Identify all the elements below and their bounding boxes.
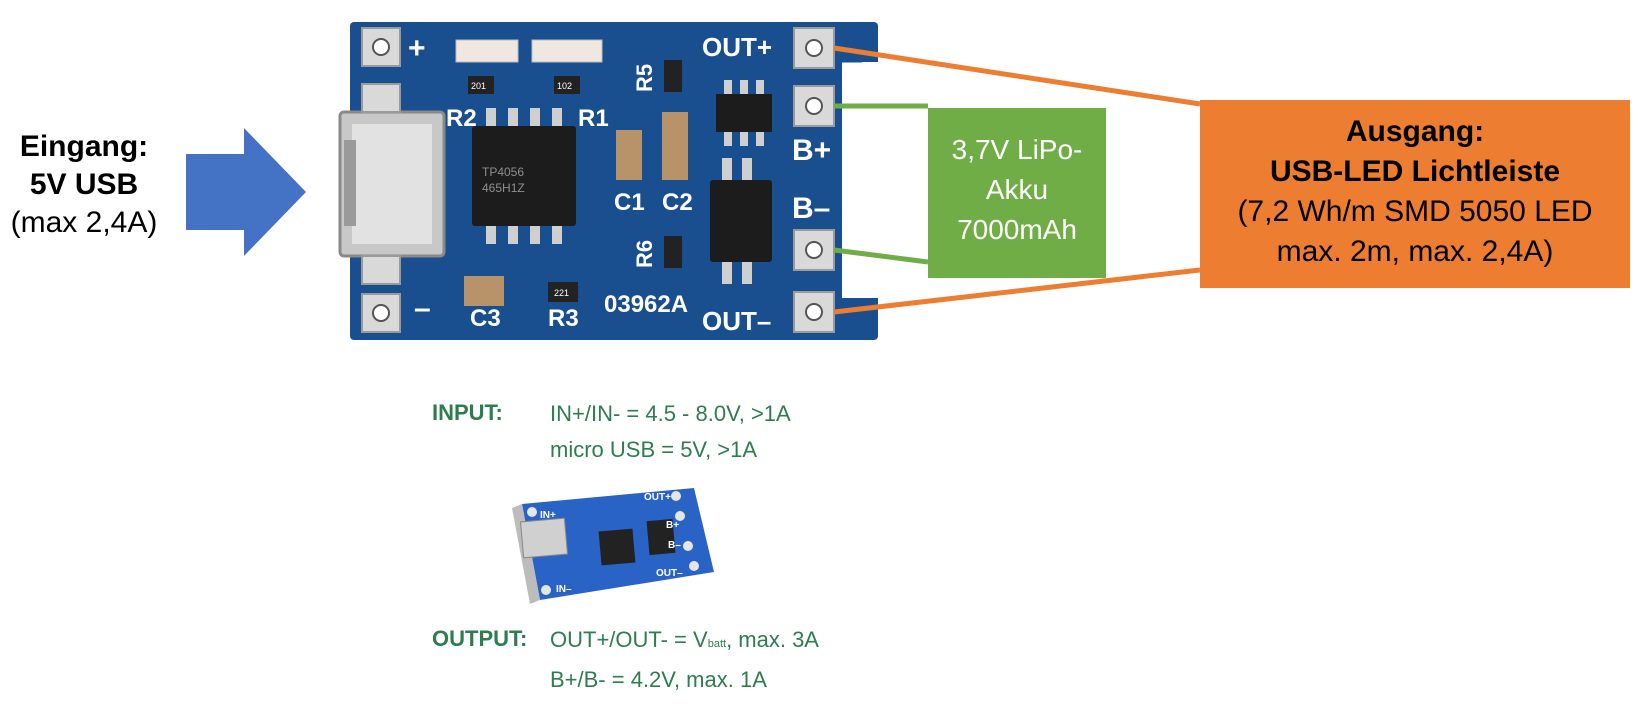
output-spec-line-2: B+/B- = 4.2V, max. 1A (550, 667, 767, 692)
input-spec-line-2: micro USB = 5V, >1A (550, 437, 758, 462)
output-spec-line-1-a: OUT+/OUT- = V (550, 627, 708, 652)
mosfet-chip (710, 158, 772, 284)
pad-plus-label: + (408, 32, 426, 65)
input-voltage: 5V USB (29, 168, 139, 201)
chip-label: TP4056 (482, 165, 524, 179)
input-spec-label: INPUT: (432, 400, 503, 425)
out-plus-line (833, 45, 1201, 107)
output-spec-lines: OUT+/OUT- = Vbatt, max. 3A B+/B- = 4.2V,… (550, 622, 819, 698)
chip-sublabel: 465H1Z (482, 181, 525, 195)
small-b-minus-label: B– (668, 540, 681, 551)
output-title: Ausgang: (1345, 115, 1485, 148)
r6-label: R6 (632, 240, 657, 268)
smd-code-2: 102 (557, 81, 572, 91)
battery-line-2: Akku (985, 174, 1049, 205)
board-notch (842, 62, 882, 298)
battery-line-1: 3,7V LiPo- (951, 134, 1083, 165)
input-label: Eingang: 5V USB (max 2,4A) (0, 128, 168, 242)
input-spec-lines: IN+/IN- = 4.5 - 8.0V, >1A micro USB = 5V… (550, 396, 791, 468)
input-spec-line-1: IN+/IN- = 4.5 - 8.0V, >1A (550, 401, 791, 426)
small-out-minus-label: OUT– (656, 568, 683, 579)
protection-chip (716, 80, 772, 146)
input-current-note: (max 2,4A) (10, 206, 158, 239)
small-charger-board: IN+ IN– OUT+ B+ B– OUT– (512, 488, 714, 604)
small-out-plus-label: OUT+ (644, 492, 671, 503)
charger-board: + – OUT+ OUT– B+ B– R2 R1 R3 C1 C2 C3 03… (338, 22, 882, 340)
r2-label: R2 (446, 105, 477, 132)
out-minus-label: OUT– (702, 306, 771, 336)
small-b-plus-label: B+ (666, 520, 679, 531)
pad-minus-label: – (414, 292, 431, 325)
input-title: Eingang: (19, 130, 149, 163)
b-minus-line (833, 247, 929, 265)
c3-label: C3 (470, 305, 501, 332)
output-spec-line-1-b: , max. 3A (726, 627, 819, 652)
output-device-name: USB-LED Lichtleiste (1269, 155, 1561, 188)
board-code-label: 03962A (604, 291, 688, 318)
input-arrow-icon (186, 128, 306, 256)
b-minus-label: B– (792, 192, 830, 225)
out-minus-line (833, 267, 1201, 315)
battery-line-3: 7000mAh (957, 214, 1077, 245)
smd-code-1: 201 (471, 81, 486, 91)
output-spec-line-1-sub: batt (707, 638, 727, 650)
small-in-minus-label: IN– (556, 584, 572, 595)
c1-label: C1 (614, 189, 645, 216)
r1-label: R1 (578, 105, 609, 132)
output-spec-line-1: OUT+/OUT- = Vbatt, max. 3A (550, 622, 819, 662)
output-box: Ausgang: USB-LED Lichtleiste (7,2 Wh/m S… (1200, 100, 1630, 288)
output-spec-label: OUTPUT: (432, 626, 528, 651)
battery-box: 3,7V LiPo- Akku 7000mAh (928, 108, 1106, 278)
out-plus-label: OUT+ (702, 32, 772, 62)
b-plus-label: B+ (792, 134, 831, 167)
tp4056-chip (472, 108, 576, 244)
small-in-plus-label: IN+ (540, 510, 556, 521)
output-spec-1: (7,2 Wh/m SMD 5050 LED (1237, 195, 1593, 228)
r5-label: R5 (632, 64, 657, 92)
r3-label: R3 (548, 305, 579, 332)
smd-code-3: 221 (554, 288, 569, 298)
c2-label: C2 (662, 189, 693, 216)
output-spec-2: max. 2m, max. 2,4A) (1276, 235, 1554, 268)
